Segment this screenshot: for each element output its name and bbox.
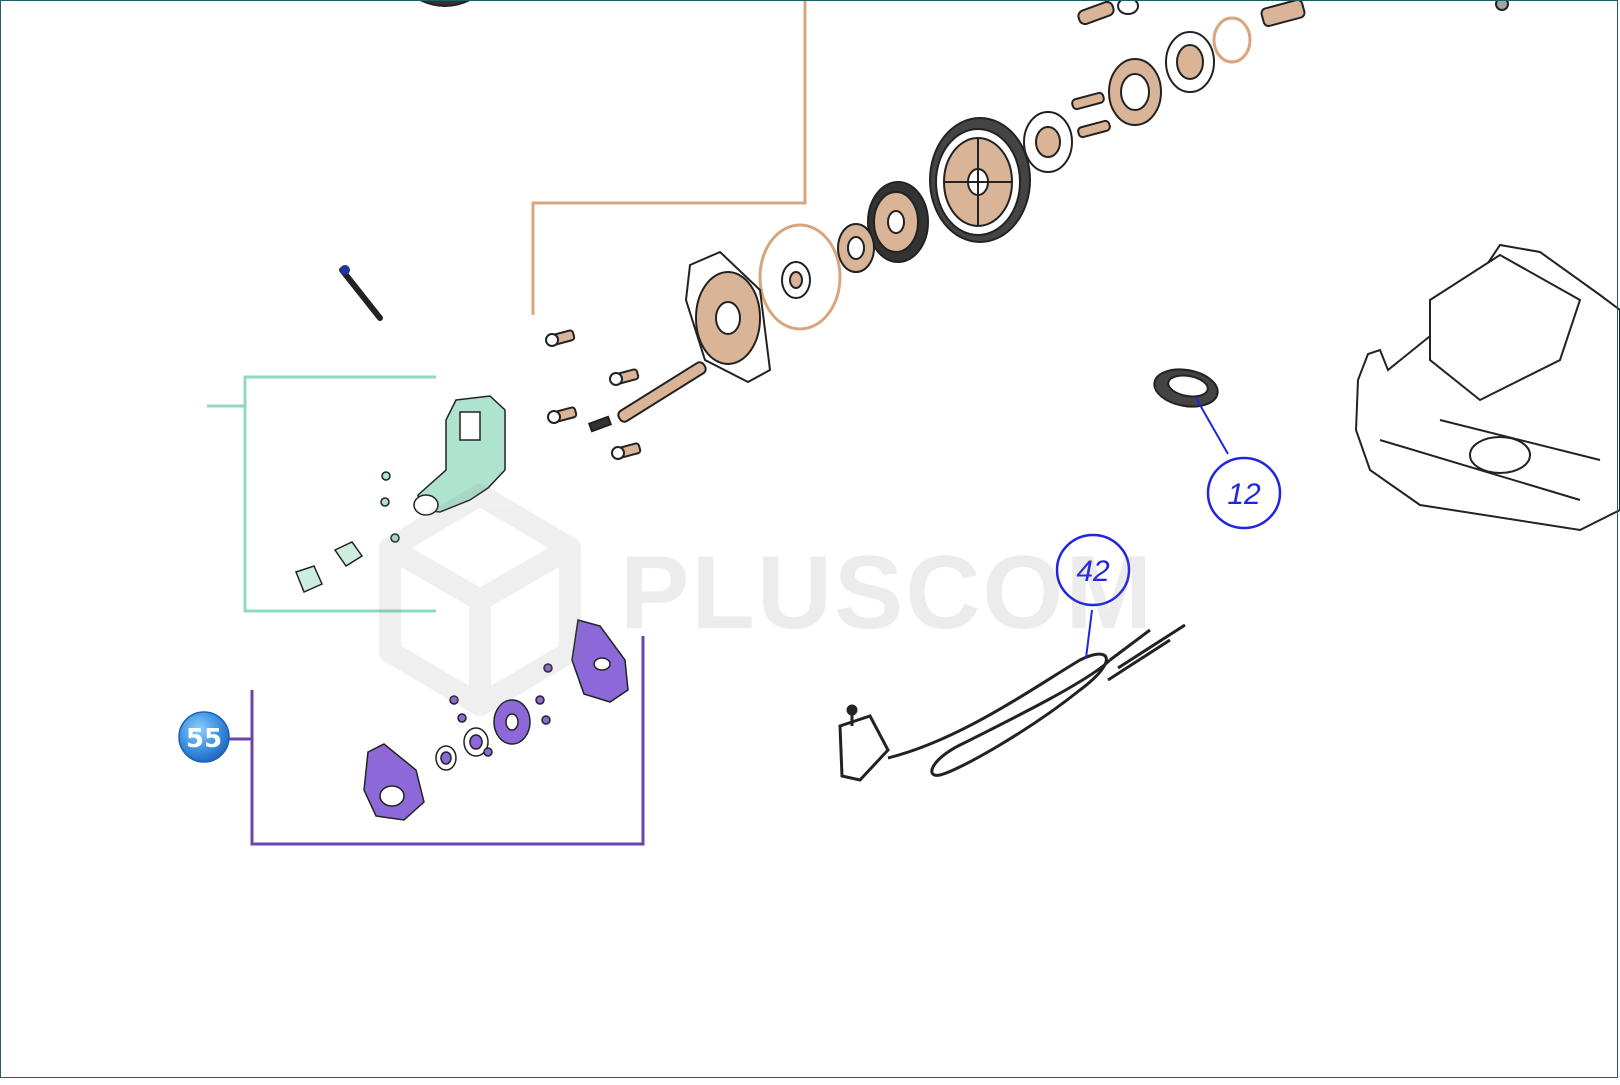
top-partial-parts [419, 0, 1509, 64]
large-gear [929, 117, 1031, 243]
callout-42[interactable]: 42 [1055, 533, 1131, 607]
badge-55-circle [178, 711, 230, 763]
release-key [339, 265, 383, 321]
callout-12-circle [1206, 456, 1282, 530]
pluscom-watermark: PLUSCOM [379, 484, 1154, 716]
badge-55[interactable]: 55 [178, 711, 230, 763]
purple-limit-assembly [363, 619, 629, 821]
green-group-bracket [207, 375, 436, 613]
motor-housing [1354, 243, 1620, 532]
grommet [1153, 368, 1219, 408]
washer-bearing [758, 223, 875, 331]
callout-leaders [1085, 397, 1229, 659]
power-cable [838, 623, 1186, 782]
orange-group-bracket [531, 0, 807, 315]
watermark-hexagon-logo [379, 484, 581, 716]
callout-12[interactable]: 12 [1206, 456, 1282, 530]
star-spacer [1023, 111, 1073, 173]
callout-42-circle [1055, 533, 1131, 607]
green-motor-assembly [295, 395, 506, 594]
shaft-and-screws [545, 329, 707, 460]
watermark-text: PLUSCOM [620, 535, 1154, 651]
purple-group-bracket [226, 636, 645, 846]
callout-12-label: 12 [1227, 478, 1261, 511]
small-gear [867, 181, 929, 263]
callout-42-label: 42 [1076, 555, 1110, 588]
badge-55-label: 55 [186, 724, 222, 754]
bearing-stack [1023, 31, 1215, 173]
flange-plate [684, 250, 772, 384]
